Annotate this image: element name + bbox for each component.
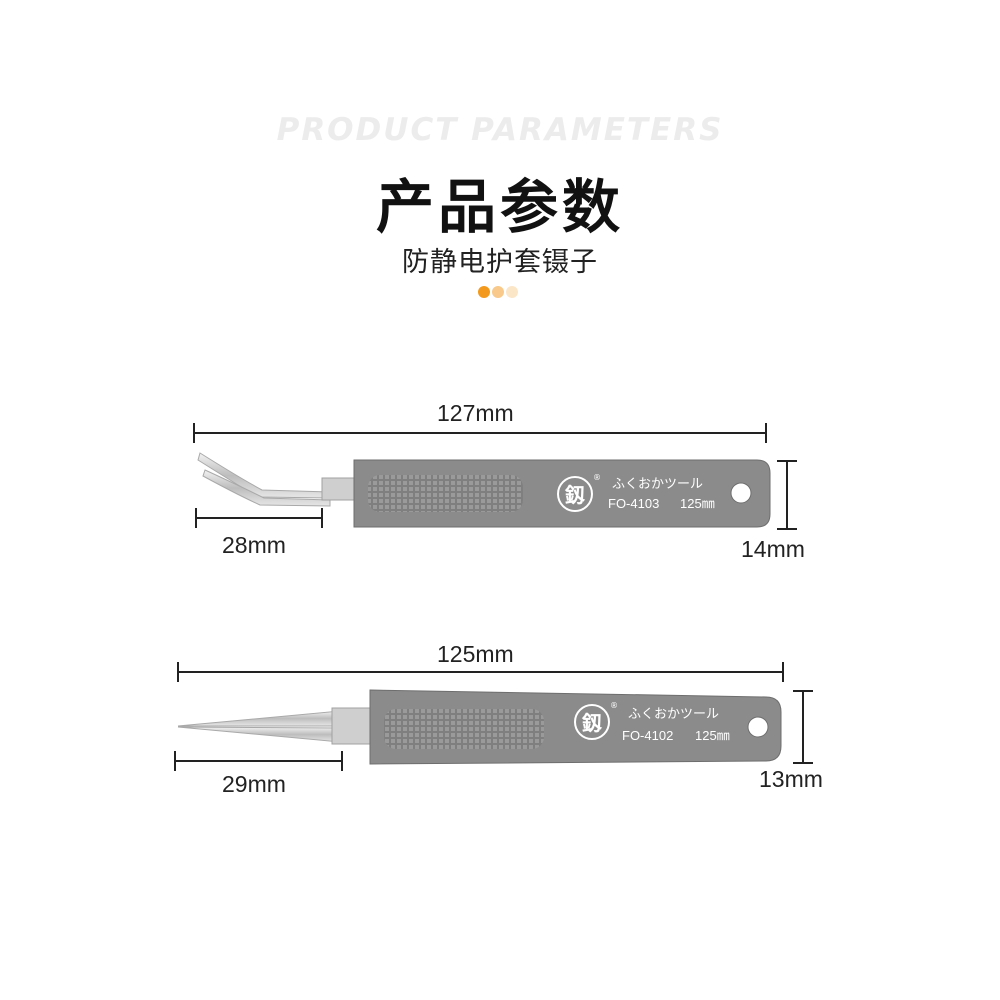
brand-text: ふくおかツール xyxy=(628,707,719,722)
brand-seal xyxy=(574,704,610,740)
brand-text: ふくおかツール xyxy=(612,477,703,492)
dot-mid xyxy=(492,286,504,298)
watermark-text: PRODUCT PARAMETERS xyxy=(276,112,724,148)
brand-kanji: 釼 xyxy=(564,483,586,507)
size-label: 125㎜ xyxy=(695,728,730,743)
tweezers-bent: 釼 ® ふくおかツール FO-4103 125㎜ xyxy=(197,452,771,528)
brand-seal xyxy=(557,476,593,512)
model-number: FO-4103 xyxy=(608,496,659,511)
page-title: 产品参数 xyxy=(375,173,624,241)
dimension-width: 13mm xyxy=(759,766,823,792)
model-number: FO-4102 xyxy=(622,728,673,743)
dimension-width: 14mm xyxy=(741,536,805,562)
dimension-total-length: 125mm xyxy=(437,641,514,667)
straight-tip xyxy=(177,707,373,745)
hang-hole xyxy=(747,716,769,738)
dimension-tip-length: 29mm xyxy=(222,771,286,797)
dimension-total-length: 127mm xyxy=(437,400,514,426)
registered-mark: ® xyxy=(610,701,618,710)
brand-kanji: 釼 xyxy=(581,711,603,735)
dot-dark xyxy=(478,286,490,298)
size-label: 125㎜ xyxy=(680,496,715,511)
bent-tip xyxy=(197,452,359,507)
page-subtitle: 防静电护套镊子 xyxy=(402,247,598,278)
dot-light xyxy=(506,286,518,298)
hang-hole xyxy=(730,482,752,504)
dimension-lines-bent xyxy=(193,423,797,530)
dimension-tip-length: 28mm xyxy=(222,532,286,558)
decorative-dots xyxy=(478,286,528,298)
grip-pattern xyxy=(384,709,544,749)
dimension-lines-straight xyxy=(174,662,813,771)
registered-mark: ® xyxy=(593,473,601,482)
grip-pattern xyxy=(368,475,523,512)
tweezers-straight: 釼 ® ふくおかツール FO-4102 125㎜ xyxy=(177,689,782,765)
